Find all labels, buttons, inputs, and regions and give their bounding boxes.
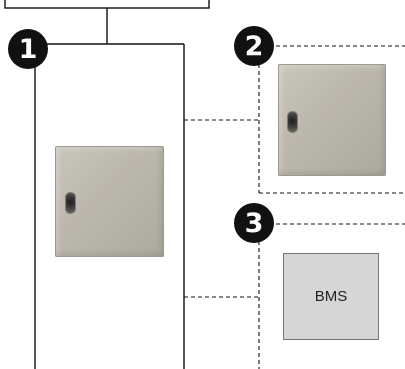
step-badge-3: 3 [234, 203, 274, 243]
cabinet-lock-icon [288, 112, 297, 132]
bms-label: BMS [314, 288, 348, 305]
step-badge-2: 2 [234, 26, 274, 66]
step-badge-1: 1 [8, 29, 48, 69]
cabinet-lock-icon [66, 193, 75, 213]
battery-cabinet-detail-image [278, 64, 386, 176]
battery-cabinet-image [55, 146, 164, 257]
bms-box: BMS [283, 253, 379, 340]
parent-box [4, 0, 210, 9]
